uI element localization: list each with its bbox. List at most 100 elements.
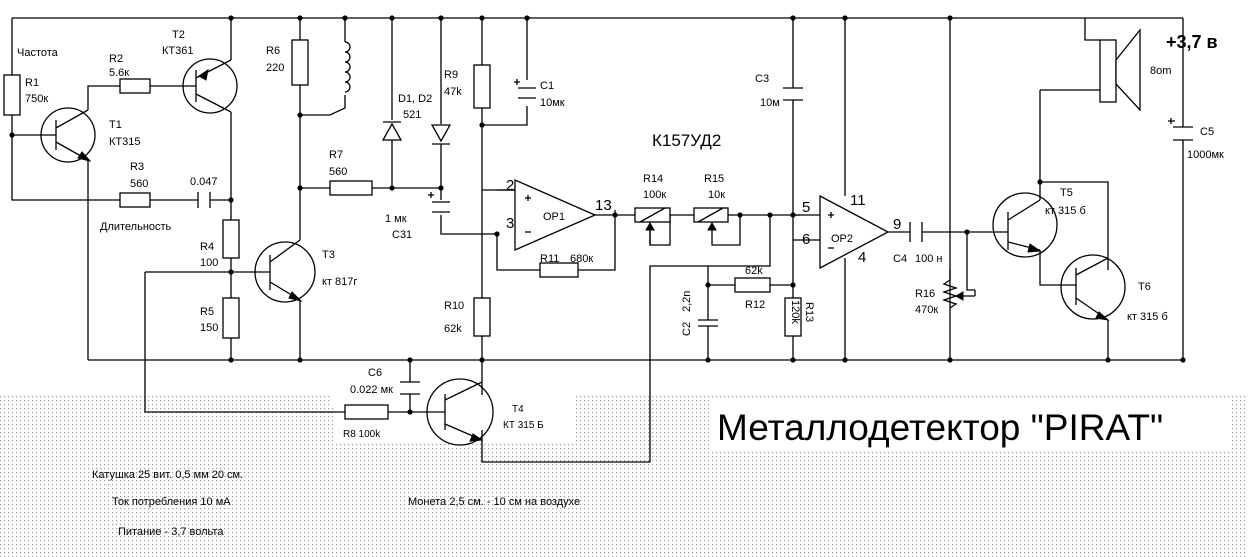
label-t3: T3	[322, 249, 335, 261]
note-coin: Монета 2,5 см. - 10 см на воздухе	[408, 496, 580, 508]
label-c1-value: 10мк	[540, 97, 565, 109]
c6-capacitor	[400, 381, 420, 395]
label-r11-value: 680к	[570, 253, 593, 265]
r8-resistor	[344, 404, 389, 420]
label-r14: R14	[643, 173, 663, 185]
label-r10: R10	[444, 300, 464, 312]
label-d1-d2: D1, D2	[398, 93, 432, 105]
r13-resistor	[784, 297, 802, 337]
label-d1-d2-value: 521	[403, 109, 421, 121]
label-t2-type: КТ361	[162, 45, 193, 57]
r5-resistor	[222, 297, 240, 339]
label-t4: T4	[512, 404, 524, 415]
op1-amplifier	[497, 179, 597, 251]
label-r12-value: 62k	[745, 265, 763, 277]
op2-pin-6: 6	[802, 231, 810, 248]
label-t6: T6	[1138, 281, 1151, 293]
op1-pin-2: 2	[506, 177, 514, 194]
r2-resistor	[119, 78, 151, 94]
label-r13-value: 120k	[789, 300, 801, 324]
wires	[11, 17, 1184, 463]
t3-transistor	[254, 239, 316, 303]
label-r3-value: 560	[130, 178, 148, 190]
label-r16: R16	[915, 288, 935, 300]
label-r7-value: 560	[329, 166, 347, 178]
c2-capacitor	[698, 285, 718, 327]
op1-pin-3: 3	[506, 215, 514, 232]
r15-potentiometer	[693, 207, 729, 231]
label-c5: C5	[1200, 126, 1214, 138]
label-r4: R4	[200, 241, 214, 253]
label-r1: R1	[25, 77, 39, 89]
d2-diode	[430, 124, 452, 145]
label-r11: R11	[540, 253, 559, 265]
label-t1-type: КТ315	[109, 136, 140, 148]
label-r4-value: 100	[200, 257, 218, 269]
r14-potentiometer	[634, 207, 671, 245]
label-r12: R12	[745, 299, 765, 311]
label-t5-type: кт 315 б	[1045, 205, 1086, 217]
r3-resistor	[119, 192, 151, 208]
r10-resistor	[473, 297, 491, 337]
label-t3-type: кт 817г	[322, 276, 357, 288]
search-coil	[344, 41, 351, 93]
note-current: Ток потребления 10 мА	[112, 496, 231, 508]
d1-diode	[381, 121, 403, 141]
junction-dots	[9, 15, 1186, 415]
label-c3: C3	[755, 73, 769, 85]
c4-capacitor	[909, 222, 923, 242]
c31-capacitor	[428, 192, 450, 213]
label-r2: R2	[109, 53, 123, 65]
r11-resistor	[539, 262, 579, 278]
op1-pin-13: 13	[595, 197, 612, 214]
label-c2: C2	[681, 322, 693, 336]
label-r1-value: 750к	[25, 93, 48, 105]
label-c31: C31	[392, 229, 412, 241]
op2-pin-11: 11	[850, 192, 866, 209]
r16-potentiometer	[941, 270, 976, 309]
label-t5: T5	[1060, 187, 1073, 199]
label-r10-value: 62k	[444, 323, 462, 335]
label-r9-value: 47k	[444, 86, 462, 98]
label-r6-value: 220	[266, 62, 284, 74]
r12-resistor	[734, 277, 771, 293]
label-t4-type: КТ 315 Б	[503, 420, 544, 431]
label-r13: R13	[803, 302, 815, 322]
c3-capacitor	[783, 87, 803, 101]
label-c6: C6	[368, 367, 382, 379]
label-r5: R5	[200, 306, 214, 318]
label-c2-value: 2,2n	[681, 291, 693, 312]
t4-transistor	[426, 378, 494, 446]
label-t6-type: кт 315 б	[1127, 311, 1168, 323]
chip-label: К157УД2	[652, 131, 721, 150]
r4-resistor	[222, 219, 240, 259]
op2-pin-9: 9	[893, 216, 901, 233]
speaker-icon	[1099, 28, 1141, 112]
c5-capacitor	[1168, 118, 1193, 141]
label-r5-value: 150	[200, 322, 218, 334]
c1-capacitor	[514, 79, 536, 99]
label-speaker: 8om	[1150, 65, 1171, 77]
label-r6: R6	[266, 45, 280, 57]
schematic-title: Металлодетектор "PIRAT"	[717, 407, 1163, 448]
label-r8: R8 100k	[343, 429, 381, 440]
label-c4: C4	[893, 253, 907, 265]
op2-amplifier	[819, 194, 890, 270]
label-r9: R9	[444, 69, 458, 81]
op2-pin-4: 4	[858, 249, 866, 266]
label-chastota: Частота	[17, 47, 59, 59]
label-r15-value: 10к	[708, 189, 725, 201]
t6-transistor	[1060, 254, 1126, 321]
label-c3-value: 10м	[760, 97, 780, 109]
c6-clear-area	[332, 355, 422, 405]
label-t1: T1	[109, 119, 122, 131]
label-c-047: 0.047	[190, 176, 218, 188]
t2-transistor	[180, 58, 238, 114]
label-c5-value: 1000мк	[1187, 149, 1224, 161]
label-r14-value: 100к	[643, 189, 666, 201]
label-op2: OP2	[831, 233, 853, 245]
r9-resistor	[473, 64, 491, 109]
r6-resistor	[291, 39, 309, 86]
